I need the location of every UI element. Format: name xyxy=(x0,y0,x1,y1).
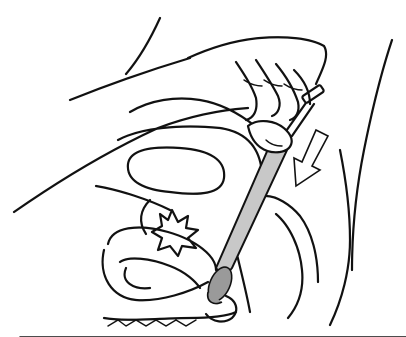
canal-right-wall xyxy=(266,196,318,282)
downward-arrow-icon xyxy=(294,130,328,186)
lower-organ-curve xyxy=(125,268,150,288)
lower-organ-outer-line xyxy=(103,250,208,300)
abdomen-line xyxy=(14,108,248,212)
finger-2 xyxy=(256,60,280,116)
right-body-line xyxy=(352,40,392,270)
hand xyxy=(130,37,326,152)
applicator-device xyxy=(204,85,325,305)
lower-organ-inner-line xyxy=(120,259,200,288)
upper-organ xyxy=(128,148,224,194)
knuckle-crease-1 xyxy=(244,80,262,86)
knuckle-crease-3 xyxy=(284,84,302,90)
tissue-zigzag xyxy=(108,320,196,326)
direction-arrow xyxy=(294,130,328,186)
spiky-mass xyxy=(152,210,198,256)
upper-thigh-line xyxy=(126,18,160,74)
plunger-cap xyxy=(302,85,325,104)
knuckle-crease-2 xyxy=(264,80,282,86)
applicator-barrel xyxy=(216,140,288,273)
right-inner-line xyxy=(330,150,350,325)
canal-inner-wall xyxy=(276,214,302,318)
leg-contour-line xyxy=(70,58,190,100)
finger-1 xyxy=(236,62,257,120)
tissue-line-1 xyxy=(104,312,236,320)
canal-left-wall xyxy=(236,250,250,312)
